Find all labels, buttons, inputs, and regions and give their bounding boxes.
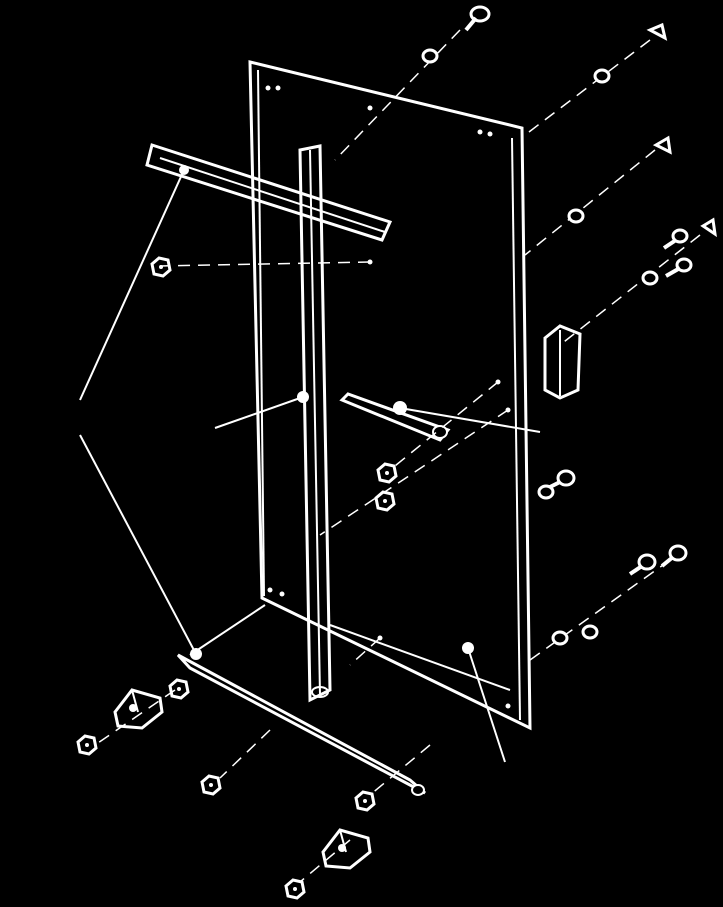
screw-5 bbox=[700, 217, 717, 238]
mounting-foot-right bbox=[321, 828, 372, 870]
top-angle-bracket bbox=[145, 143, 393, 242]
nut-3 bbox=[374, 490, 396, 512]
hex-nuts bbox=[76, 256, 398, 900]
nut-1 bbox=[150, 256, 172, 278]
nut-4 bbox=[168, 678, 190, 700]
washers bbox=[421, 48, 659, 646]
screw-7 bbox=[547, 469, 576, 490]
screw-2 bbox=[646, 22, 668, 41]
nut-8 bbox=[284, 878, 306, 900]
alignment-lines bbox=[94, 29, 701, 883]
screw-3 bbox=[652, 135, 672, 155]
screw-6 bbox=[665, 257, 693, 278]
nut-7 bbox=[354, 790, 376, 812]
nut-6 bbox=[200, 774, 222, 796]
side-clamp-bracket bbox=[543, 324, 582, 400]
screw-9 bbox=[660, 544, 688, 568]
vertical-channel-rail bbox=[298, 144, 332, 703]
screw-4 bbox=[662, 228, 689, 250]
nut-5 bbox=[76, 734, 98, 756]
screw-1 bbox=[464, 5, 491, 32]
nut-2 bbox=[376, 462, 398, 484]
screw-8 bbox=[628, 553, 657, 576]
screws bbox=[464, 5, 717, 576]
back-panel bbox=[248, 60, 532, 731]
mounting-foot-left bbox=[113, 688, 164, 730]
leader-lines bbox=[79, 169, 541, 763]
bottom-angle-bracket bbox=[176, 604, 426, 796]
center-slotted-bracket bbox=[339, 392, 451, 442]
